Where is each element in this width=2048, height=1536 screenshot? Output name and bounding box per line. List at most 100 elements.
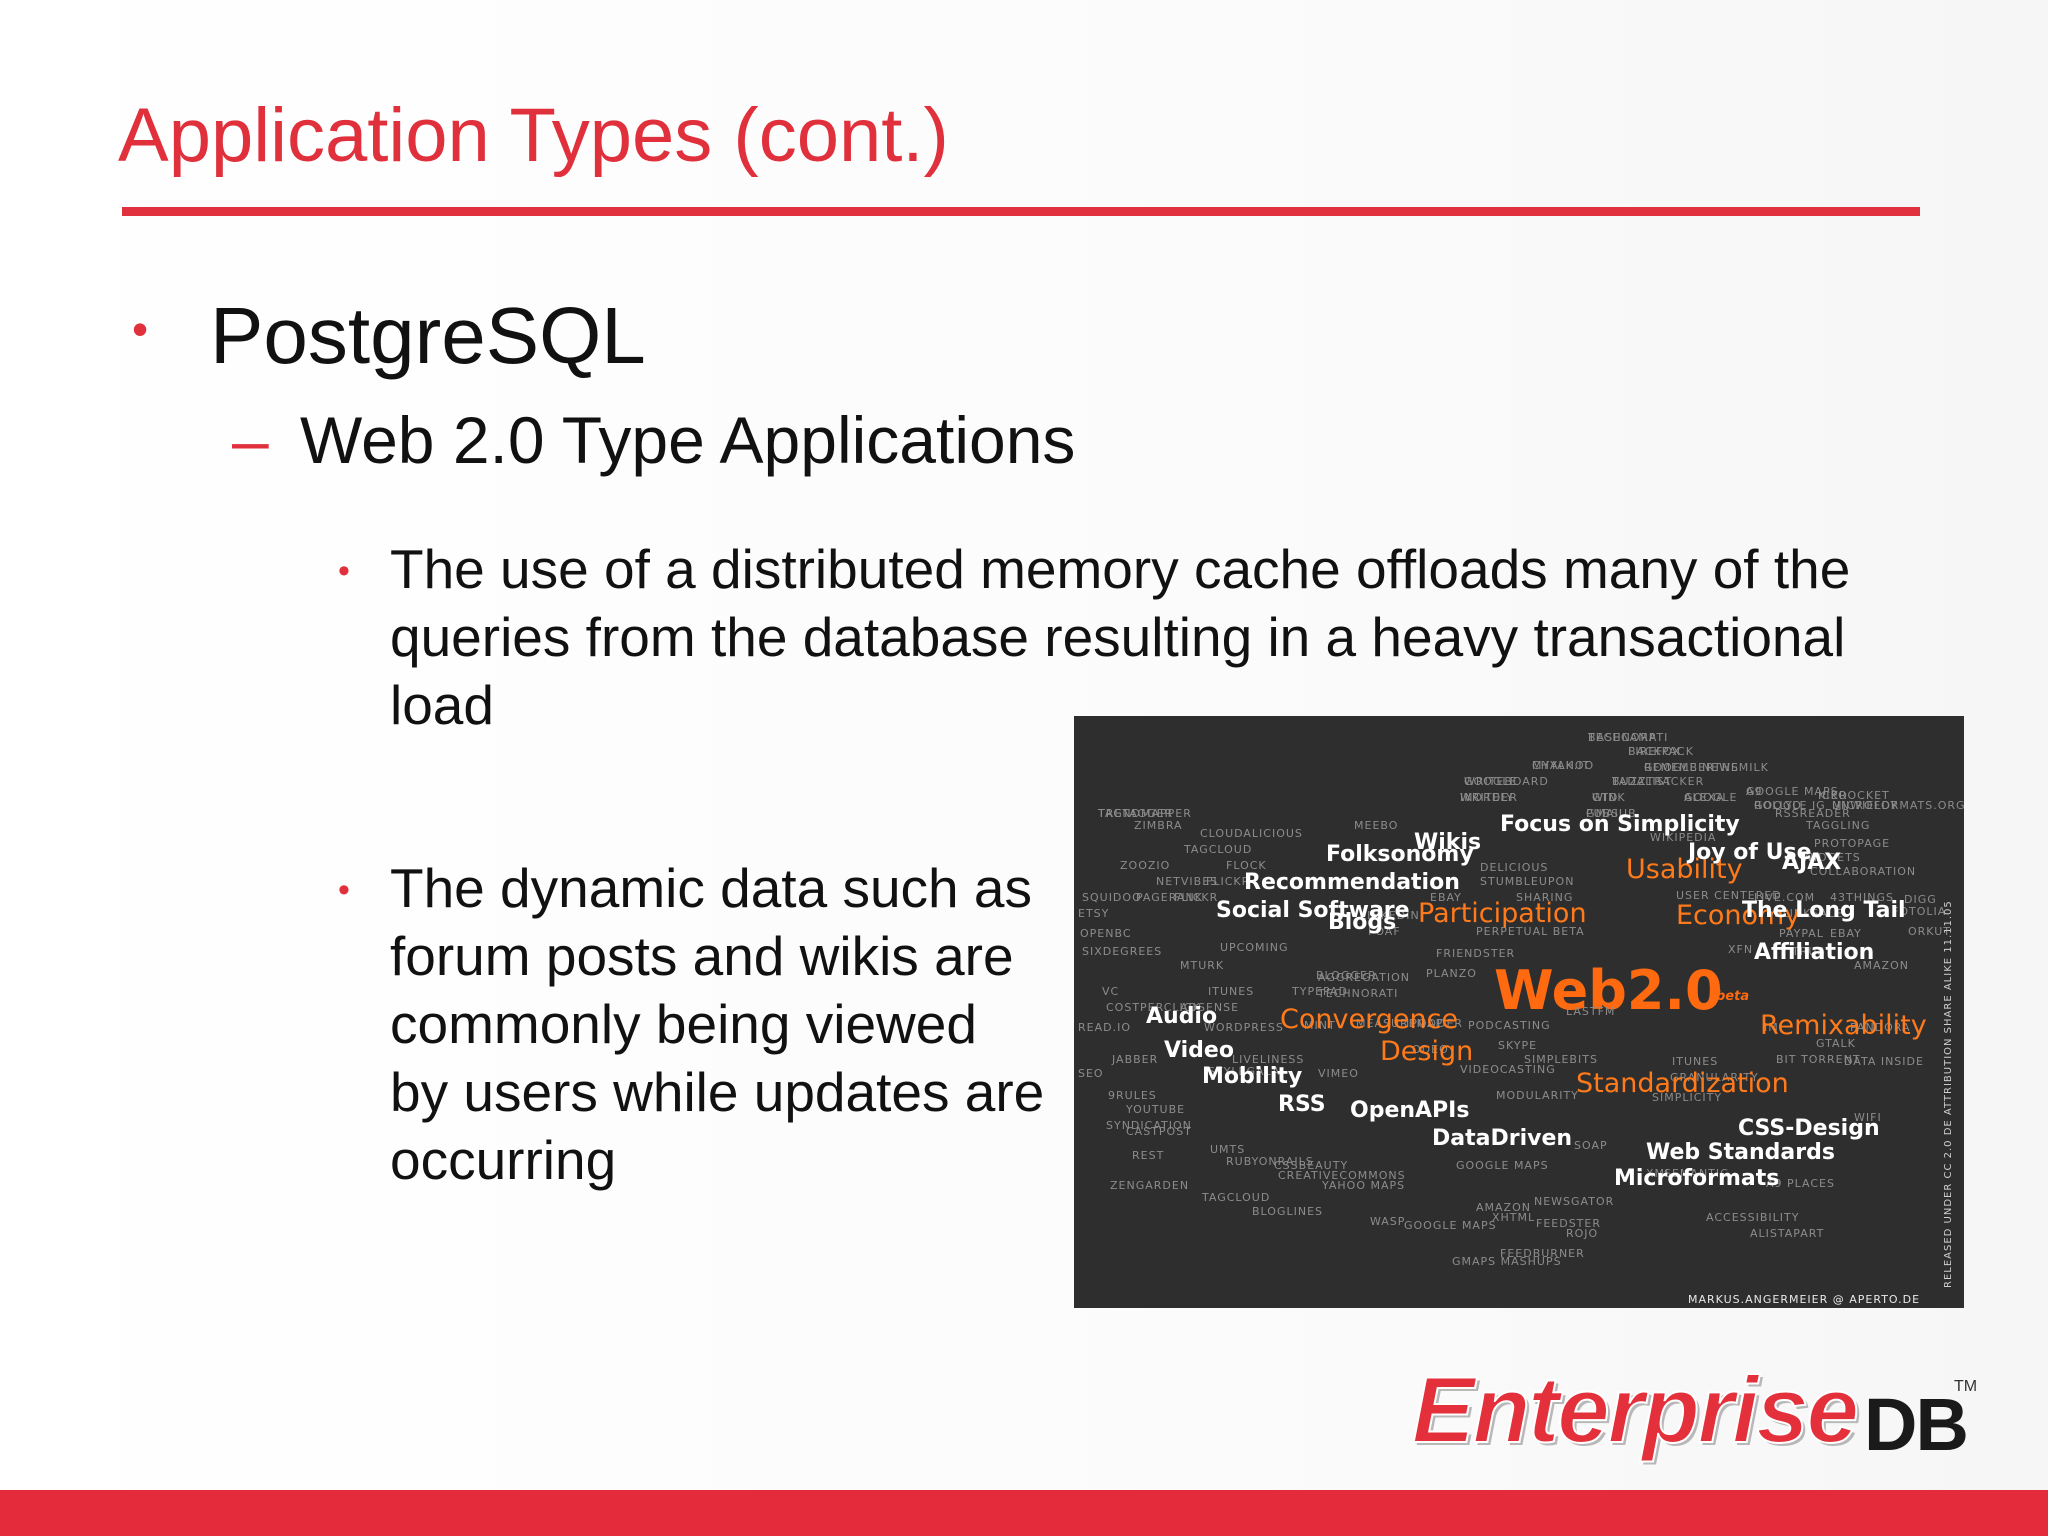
cloud-word-small-85: SEO: [1078, 1067, 1104, 1080]
cloud-word-large-8: The Long Tail: [1742, 898, 1906, 923]
cloud-word-small-48: PAYPAL: [1779, 927, 1824, 940]
cloud-word-small-112: AMAZON: [1476, 1201, 1531, 1214]
cloud-word-small-136: PUBSUB: [1586, 807, 1637, 820]
cloud-word-small-84: DATA INSIDE: [1844, 1055, 1924, 1068]
cloud-word-orange-5: Remixability: [1760, 1010, 1927, 1041]
cloud-center-tag: beta: [1716, 989, 1750, 1004]
cloud-word-orange-1: Usability: [1626, 854, 1743, 885]
cloud-word-small-115: WASP: [1370, 1215, 1406, 1228]
cloud-word-small-14: TAGTAGGER: [1098, 807, 1174, 820]
cloud-word-small-17: ZIMBRA: [1134, 819, 1183, 832]
cloud-word-small-135: TRENDMAPPER: [1098, 807, 1192, 820]
cloud-word-large-2: Wikis: [1414, 830, 1482, 855]
cloud-word-large-6: Recommendation: [1244, 870, 1460, 895]
bullet-text-dynamic: The dynamic data such as forum posts and…: [390, 857, 1045, 1191]
cloud-word-small-125: GOOGLE NEWS: [1644, 761, 1739, 774]
cloud-word-small-117: ROJO: [1566, 1227, 1599, 1240]
cloud-word-small-69: WORDPRESS: [1204, 1021, 1284, 1034]
cloud-word-small-93: YOUTUBE: [1126, 1103, 1186, 1116]
cloud-word-small-76: ODEO: [1412, 1043, 1449, 1056]
cloud-word-large-19: Microformats: [1614, 1166, 1780, 1191]
cloud-word-small-82: ITUNES: [1672, 1055, 1719, 1068]
cloud-word-small-61: VC: [1102, 985, 1120, 998]
cloud-word-small-16: RSSREADER: [1775, 807, 1851, 820]
cloud-word-small-27: DELICIOUS: [1480, 861, 1549, 874]
cloud-word-large-7: Social Software: [1216, 898, 1410, 923]
cloud-word-small-134: MICROFORMATS.ORG: [1832, 799, 1964, 812]
cloud-word-small-96: CASTPOST: [1126, 1125, 1192, 1138]
cloud-word-small-101: CSSBEAUTY: [1274, 1159, 1349, 1172]
cloud-word-small-103: XML: [1646, 1167, 1673, 1180]
cloud-word-small-90: MODULARITY: [1496, 1089, 1579, 1102]
cloud-word-small-49: EBAY: [1830, 927, 1862, 940]
logo-trademark: TM: [1954, 1378, 1978, 1395]
cloud-word-small-30: STUMBLEUPON: [1480, 875, 1575, 888]
cloud-word-small-83: BIT TORRENT: [1776, 1053, 1861, 1066]
cloud-word-small-126: GOOGLE: [1464, 775, 1518, 788]
cloud-word-small-77: SKYPE: [1498, 1039, 1538, 1052]
cloud-word-orange-3: Economy: [1676, 900, 1801, 931]
cloud-word-small-36: SQUIDOO: [1082, 891, 1142, 904]
cloud-word-small-11: GOOGLE: [1684, 791, 1738, 804]
cloud-credit: MARKUS.ANGERMEIER @ APERTO.DE: [1688, 1293, 1921, 1306]
cloud-word-large-11: Audio: [1146, 1004, 1218, 1029]
bullet-text-web20: Web 2.0 Type Applications: [300, 403, 1076, 477]
cloud-word-small-33: LIVE.COM: [1754, 891, 1816, 904]
bottom-accent-bar: [0, 1490, 2048, 1536]
cloud-word-small-47: PERPETUAL BETA: [1476, 925, 1585, 938]
cloud-word-small-95: SYNDICATION: [1106, 1119, 1192, 1132]
cloud-word-small-89: GRANULARITY: [1670, 1071, 1759, 1084]
cloud-word-orange-7: Standardization: [1576, 1068, 1789, 1099]
cloud-word-small-60: AGGREGATION: [1318, 971, 1411, 984]
cloud-word-small-123: FIREFOX: [1628, 745, 1681, 758]
cloud-word-small-29: NETVIBES: [1156, 875, 1219, 888]
cloud-word-large-5: AJAX: [1782, 850, 1842, 875]
cloud-word-small-75: PANDORA: [1850, 1021, 1911, 1034]
bullet-text-postgresql: PostgreSQL: [210, 291, 646, 380]
cloud-word-small-80: LIVELINESS: [1232, 1053, 1305, 1066]
cloud-word-small-18: MEEBO: [1354, 819, 1399, 832]
cloud-word-small-23: TAGCLOUD: [1184, 843, 1253, 856]
cloud-word-small-100: RUBYONRAILS: [1226, 1155, 1314, 1168]
cloud-word-small-110: NEWSGATOR: [1534, 1195, 1615, 1208]
cloud-license: RELEASED UNDER CC 2.0 DE ATTRIBUTION SHA…: [1943, 900, 1954, 1288]
cloud-word-large-12: Video: [1164, 1038, 1234, 1063]
cloud-word-small-21: WIKIPEDIA: [1650, 831, 1717, 844]
cloud-word-small-2: BACKPACK: [1628, 745, 1694, 758]
cloud-word-small-45: LINKEDIN: [1360, 909, 1420, 922]
cloud-word-small-66: ADSENSE: [1180, 1001, 1240, 1014]
cloud-word-small-107: YAHOO MAPS: [1322, 1179, 1406, 1192]
cloud-word-small-79: JABBER: [1112, 1053, 1159, 1066]
cloud-word-small-122: TECHNORATI: [1588, 731, 1669, 744]
bullet-marker: •: [338, 871, 350, 909]
cloud-word-large-14: RSS: [1278, 1092, 1326, 1117]
cloud-word-small-9: WRITELY: [1460, 791, 1514, 804]
cloud-word-small-38: FLICKR: [1174, 891, 1219, 904]
cloud-word-small-50: ORKUT: [1908, 925, 1951, 938]
cloud-word-small-131: WINK: [1592, 791, 1626, 804]
cloud-word-large-15: OpenAPIs: [1350, 1098, 1470, 1123]
cloud-word-small-97: UMTS: [1210, 1143, 1246, 1156]
logo-wordmark-db: DB: [1864, 1383, 1969, 1466]
cloud-word-small-130: INORDER: [1460, 791, 1518, 804]
cloud-word-small-64: TECHNORATI: [1318, 987, 1399, 1000]
cloud-word-small-62: ITUNES: [1208, 985, 1255, 998]
dash-marker: –: [232, 403, 269, 477]
cloud-word-orange-2: Participation: [1418, 898, 1587, 929]
cloud-word-large-1: Focus on Simplicity: [1500, 812, 1740, 837]
title-underline: [122, 207, 1920, 216]
cloud-word-small-22: PROTOPAGE: [1814, 837, 1891, 850]
cloud-word-small-40: USER CENTERED: [1676, 889, 1782, 902]
cloud-word-small-71: MEASUREMAP: [1356, 1017, 1444, 1030]
cloud-word-small-78: GTALK: [1816, 1037, 1856, 1050]
cloud-word-large-18: Web Standards: [1646, 1140, 1835, 1165]
bullet-marker: •: [132, 303, 149, 355]
cloud-word-small-121: GMAPS MASHUPS: [1452, 1255, 1562, 1268]
cloud-word-small-7: GOOGLE MAPS: [1746, 785, 1839, 798]
cloud-word-small-109: SEMANTIC: [1664, 1167, 1729, 1180]
cloud-word-small-68: READ.IO: [1078, 1021, 1131, 1034]
cloud-word-small-20: CLOUDALICIOUS: [1200, 827, 1303, 840]
cloud-word-small-39: EBAY: [1430, 891, 1462, 904]
cloud-word-small-41: BLINKSALE: [1774, 907, 1844, 920]
